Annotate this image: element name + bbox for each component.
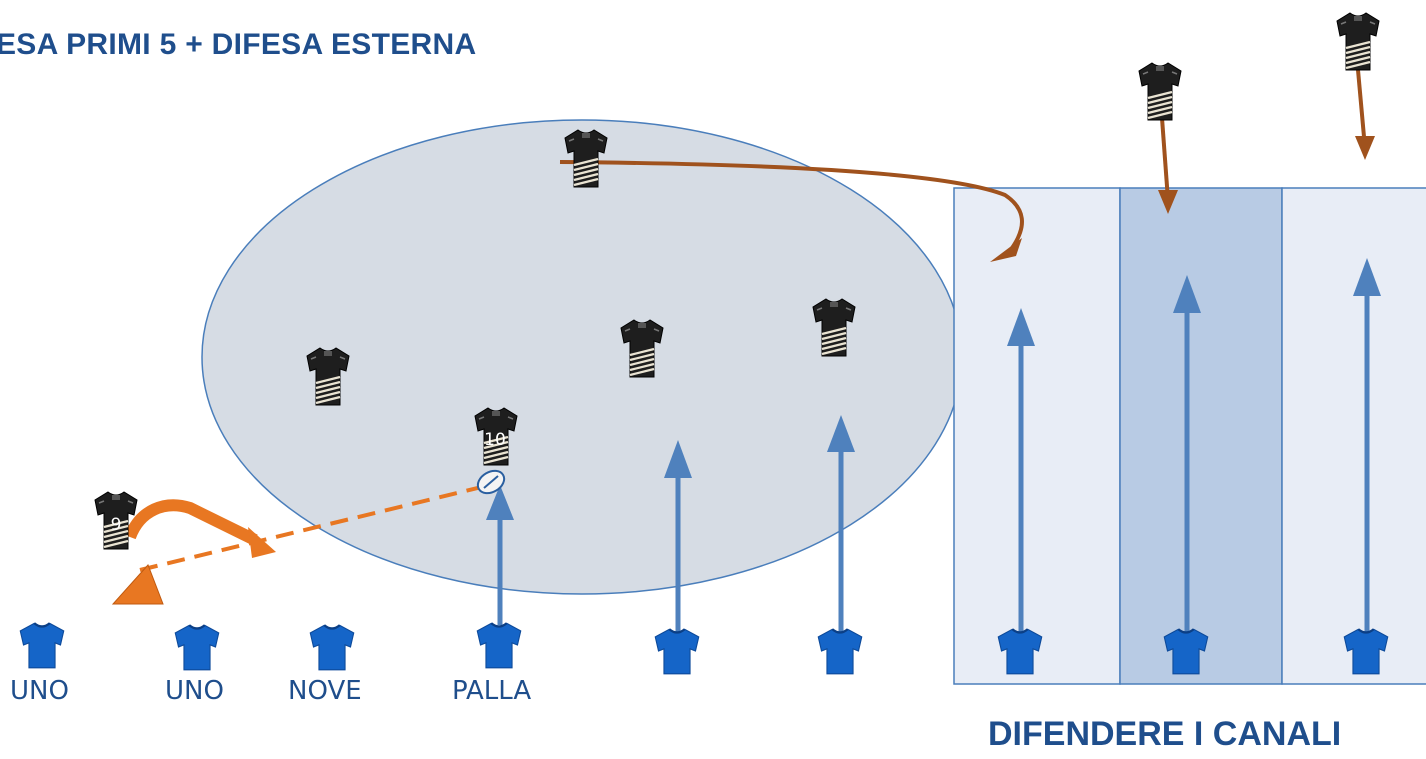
attack-arrowheads (486, 258, 1381, 520)
attack-arrows (495, 270, 1372, 635)
scrum-half-number: 9 (111, 515, 122, 535)
scrum-half-run-arrow (124, 499, 258, 546)
defense-arrow-channel-2 (1160, 117, 1170, 201)
attack-label-palla: PALLA (452, 676, 532, 706)
defense-arrowheads (990, 136, 1375, 262)
channels-caption: DIFENDERE I CANALI (988, 715, 1342, 753)
scrum-half-run-arrowhead (248, 527, 276, 558)
fly-half-number: 10 (484, 430, 506, 450)
attacker-jersey-6 (817, 628, 863, 675)
attack-label-nove: NOVE (288, 676, 362, 706)
defender-jersey-channel-2 (1137, 61, 1183, 122)
diagram-title: ESA PRIMI 5 + DIFESA ESTERNA (0, 28, 477, 61)
pass-group (111, 469, 506, 605)
defense-drift-arrow (559, 160, 1024, 250)
attack-label-uno-2: UNO (165, 676, 224, 706)
attacker-jersey-uno-2 (174, 624, 220, 671)
defense-arrow-channel-3 (1356, 69, 1367, 149)
defender-jersey-channel-3 (1335, 11, 1381, 72)
channel-3 (1281, 187, 1426, 685)
pass-origin-marker (111, 564, 164, 605)
attacker-jersey-palla (476, 622, 522, 669)
channel-2 (1119, 187, 1283, 685)
attacker-jersey-uno-1 (19, 622, 65, 669)
channels-group (953, 187, 1426, 685)
channel-1 (953, 187, 1121, 685)
attack-label-uno-1: UNO (10, 676, 69, 706)
pass-line (139, 483, 491, 572)
attacker-jersey-5 (654, 628, 700, 675)
attacker-jersey-nove (309, 624, 355, 671)
defense-arrows (559, 69, 1367, 250)
attackers (19, 622, 1389, 675)
